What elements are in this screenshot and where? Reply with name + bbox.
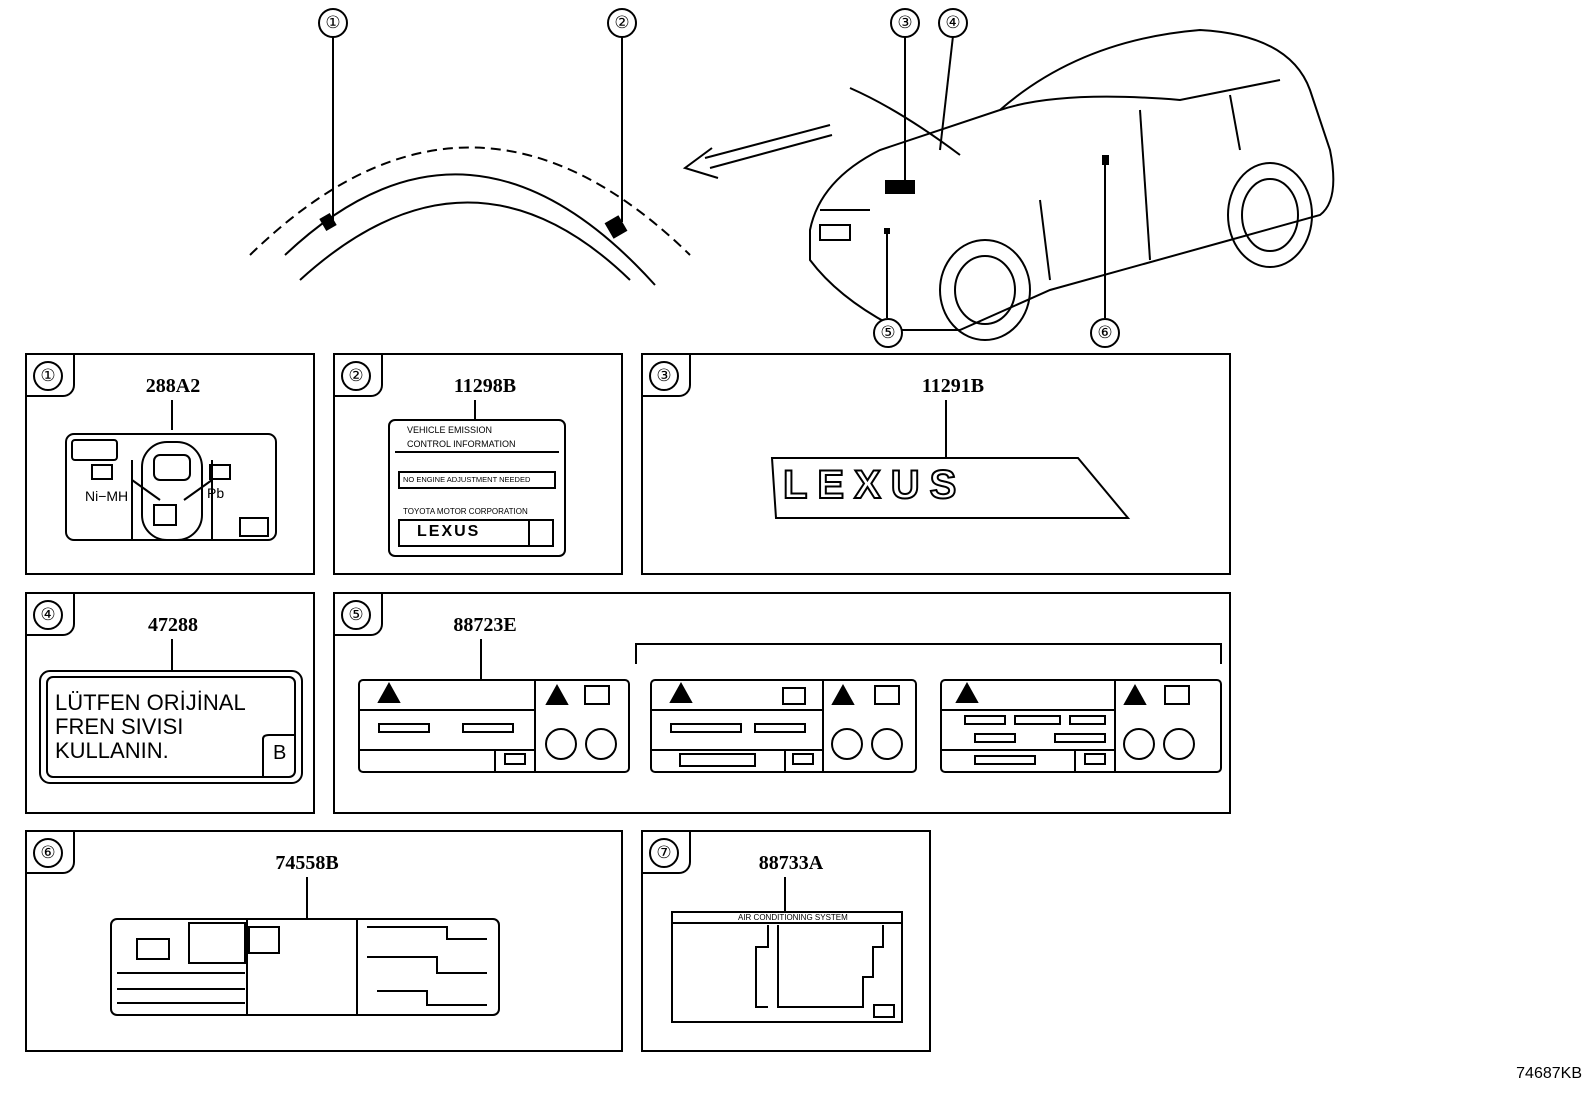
- diagram-code: 74687KB: [1516, 1065, 1582, 1082]
- warning-labels-drawing: [358, 639, 1222, 773]
- panel-number: ③: [649, 361, 679, 391]
- brake-fluid-line-3: KULLANIN.: [55, 738, 169, 763]
- part-number: 11291B: [921, 375, 985, 397]
- callout-2: ②: [607, 8, 637, 38]
- brake-fluid-line-1: LÜTFEN ORİJİNAL: [55, 690, 246, 715]
- label-74558b-drawing: [110, 877, 500, 1016]
- label-text-nimh: Ni−MH: [85, 488, 129, 504]
- panel-7: ⑦ 88733A AIR CONDITIONING SYSTEM: [641, 830, 931, 1052]
- part-number: 74558B: [275, 852, 339, 874]
- panel-tab: [641, 353, 691, 397]
- panel-6: ⑥ 74558B: [25, 830, 623, 1052]
- lexus-emblem: LEXUS: [782, 462, 967, 508]
- label-288a2-drawing: [65, 400, 277, 541]
- panel-number: ④: [33, 600, 63, 630]
- callout-4: ④: [938, 8, 968, 38]
- part-number: 88723E: [453, 614, 517, 636]
- callout-3: ③: [890, 8, 920, 38]
- panel-number: ①: [33, 361, 63, 391]
- panel-tab: [333, 592, 383, 636]
- panel-2: ② 11298B VEHICLE EMISSION CONTROL INFORM…: [333, 353, 623, 575]
- emission-brand: LEXUS: [417, 523, 481, 540]
- part-number: 88733A: [758, 852, 824, 874]
- brake-fluid-code: B: [273, 742, 287, 764]
- panel-4: ④ 47288 LÜTFEN ORİJİNAL FREN SIVISI KULL…: [25, 592, 315, 814]
- callout-1: ①: [318, 8, 348, 38]
- panel-3: ③ 11291B LEXUS: [641, 353, 1231, 575]
- emission-maker: TOYOTA MOTOR CORPORATION: [403, 507, 528, 516]
- panel-tab: [641, 830, 691, 874]
- part-number: 47288: [148, 614, 198, 636]
- panel-number: ⑥: [33, 838, 63, 868]
- panel-tab: [333, 353, 383, 397]
- emission-note: NO ENGINE ADJUSTMENT NEEDED: [403, 475, 531, 484]
- label-88733a-drawing: [671, 877, 903, 1023]
- panel-tab: [25, 830, 75, 874]
- panel-tab: [25, 592, 75, 636]
- panel-tab: [25, 353, 75, 397]
- part-number: 288A2: [145, 375, 201, 397]
- panel-number: ⑤: [341, 600, 371, 630]
- panel-number: ②: [341, 361, 371, 391]
- callout-5: ⑤: [873, 318, 903, 348]
- panel-1: ① 288A2 Ni−MH Pb: [25, 353, 315, 575]
- lexus-emblem-drawing: [770, 400, 1131, 519]
- callout-6: ⑥: [1090, 318, 1120, 348]
- brake-fluid-line-2: FREN SIVISI: [55, 714, 184, 739]
- label-11298b-drawing: [388, 400, 566, 557]
- label-text-pb: Pb: [207, 485, 225, 501]
- emission-title: VEHICLE EMISSION: [407, 425, 493, 435]
- emission-subtitle: CONTROL INFORMATION: [407, 439, 516, 449]
- part-number: 11298B: [453, 375, 517, 397]
- ac-system-title: AIR CONDITIONING SYSTEM: [738, 913, 848, 922]
- panel-5: ⑤ 88723E: [333, 592, 1231, 814]
- label-47288-drawing: [39, 639, 303, 784]
- panel-number: ⑦: [649, 838, 679, 868]
